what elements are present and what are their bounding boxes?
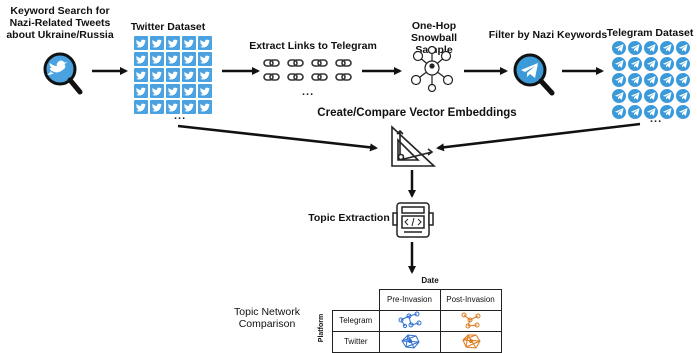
keyword-search-line-1: Keyword Search for [10,5,110,17]
snowball-line-1: One-Hop [411,20,457,32]
extract-links-label: Extract Links to Telegram [249,40,377,52]
telegram-plane-icon [628,89,642,103]
topic-code-module-icon [392,202,434,238]
topic-extraction-label: Topic Extraction [308,212,390,224]
twitter-bird-icon [134,36,148,50]
telegram-plane-icon [644,89,658,103]
twitter-bird-icon [150,52,164,66]
telegram-plane-icon [612,89,626,103]
network-orange-dense-icon [461,334,481,349]
twitter-bird-icon [150,68,164,82]
cell-telegram-post [439,309,502,332]
telegram-plane-icon [628,73,642,87]
twitter-bird-icon [166,68,180,82]
twitter-bird-icon [150,36,164,50]
telegram-dataset-grid [612,41,690,119]
telegram-plane-icon [612,105,626,119]
topic-network-label: Topic Network Comparison [222,306,312,330]
telegram-plane-icon [644,41,658,55]
telegram-plane-icon [660,89,674,103]
topic-network-line-2: Comparison [238,318,296,330]
telegram-plane-icon [644,57,658,71]
telegram-ellipsis: ... [650,113,663,125]
twitter-bird-icon [198,36,212,50]
arrow-telegram-to-embedding [436,122,641,152]
telegram-plane-icon [660,41,674,55]
telegram-plane-icon [676,73,690,87]
comparison-table: Pre-Invasion Post-Invasion Telegram Twit… [332,289,502,353]
arrow-twitter-to-embedding [177,124,378,152]
telegram-plane-icon [612,41,626,55]
twitter-bird-icon [198,84,212,98]
twitter-bird-icon [150,100,164,114]
twitter-bird-icon [182,100,196,114]
keyword-search-line-3: about Ukraine/Russia [6,29,114,41]
telegram-dataset-label: Telegram Dataset [606,27,694,39]
embedding-ruler-icon [391,125,437,167]
twitter-bird-icon [198,100,212,114]
twitter-bird-icon [182,84,196,98]
twitter-ellipsis: ... [174,110,187,122]
cell-twitter-pre [378,330,441,353]
network-blue-sparse-icon [398,311,421,328]
embeddings-label: Create/Compare Vector Embeddings [317,107,517,119]
telegram-plane-icon [676,57,690,71]
search-twitter-icon [43,52,83,95]
twitter-bird-icon [166,84,180,98]
twitter-bird-icon [134,68,148,82]
twitter-bird-icon [166,100,180,114]
twitter-bird-icon [166,52,180,66]
twitter-bird-icon [198,68,212,82]
telegram-plane-icon [628,57,642,71]
telegram-plane-icon [660,57,674,71]
telegram-plane-icon [644,105,658,119]
twitter-bird-icon [134,84,148,98]
telegram-plane-icon [612,73,626,87]
network-blue-dense-icon [400,333,420,349]
twitter-bird-icon [150,84,164,98]
date-header: Date [421,276,439,285]
filter-label: Filter by Nazi Keywords [488,29,608,41]
telegram-plane-icon [660,105,674,119]
twitter-bird-icon [182,68,196,82]
twitter-dataset-grid [134,36,212,114]
twitter-bird-icon [182,36,196,50]
network-orange-sparse-icon [461,312,480,328]
twitter-bird-icon [134,52,148,66]
keyword-search-line-2: Nazi-Related Tweets [9,17,111,29]
twitter-bird-icon [182,52,196,66]
links-ellipsis: ... [302,86,315,98]
twitter-bird-icon [198,52,212,66]
search-telegram-icon [513,53,555,96]
telegram-plane-icon [660,73,674,87]
telegram-plane-icon [612,57,626,71]
snowball-network-icon [410,45,454,93]
telegram-plane-icon [676,41,690,55]
topic-network-line-1: Topic Network [234,306,300,318]
telegram-plane-icon [676,89,690,103]
telegram-plane-icon [628,105,642,119]
telegram-plane-icon [628,41,642,55]
cell-twitter-post [439,330,502,353]
telegram-plane-icon [676,105,690,119]
keyword-search-label: Keyword Search for Nazi-Related Tweets a… [4,5,116,41]
twitter-bird-icon [166,36,180,50]
twitter-dataset-label: Twitter Dataset [130,21,206,33]
twitter-bird-icon [134,100,148,114]
telegram-plane-icon [644,73,658,87]
link-chain-icons [263,59,352,81]
